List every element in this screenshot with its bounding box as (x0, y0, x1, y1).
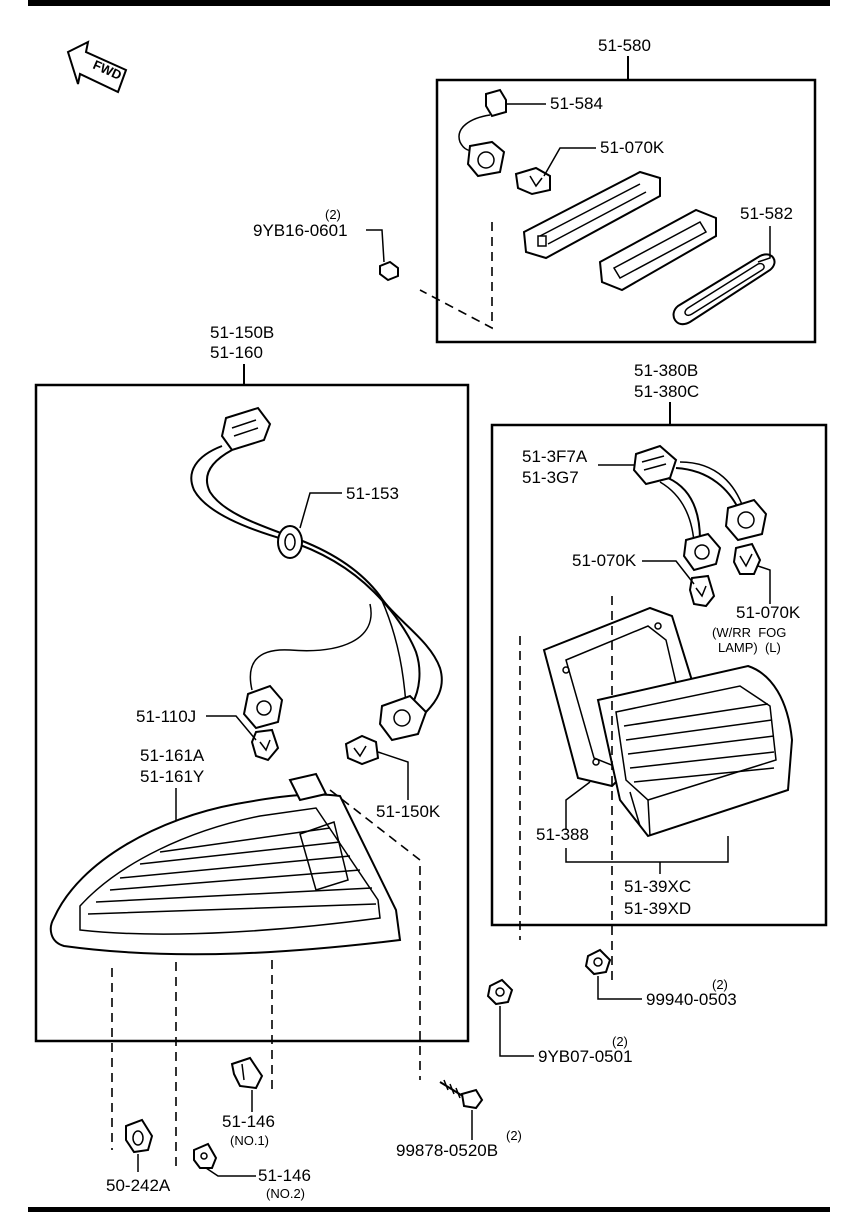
label-51-584: 51-584 (550, 94, 603, 113)
label-51-070k-right: 51-070K (736, 603, 801, 622)
label-9yb07-0501: 9YB07-0501 (538, 1047, 633, 1066)
label-51-582: 51-582 (740, 204, 793, 223)
garnish-socket-left (682, 532, 722, 608)
nut-9yb16 (379, 260, 399, 282)
license-lamp-box (435, 78, 817, 344)
label-51-161y: 51-161Y (140, 767, 204, 786)
label-51-146-no1: 51-146 (222, 1112, 275, 1131)
license-socket (458, 88, 507, 178)
clip-51-146-no1 (230, 1056, 264, 1090)
rear-lamp-number-b: 51-160 (210, 343, 263, 362)
label-51-070k-mid: 51-070K (572, 551, 637, 570)
license-bulb (514, 166, 551, 196)
license-gasket (672, 253, 776, 325)
socket-51-150k (344, 694, 428, 766)
label-51-153: 51-153 (346, 484, 399, 503)
garnish-socket-right (724, 498, 768, 575)
clip-50-242a (125, 1118, 154, 1154)
garnish-harness-connector (632, 444, 678, 486)
license-lamp-assembly: 51-580 51-584 51-070K (419, 36, 817, 344)
label-51-161a: 51-161A (140, 746, 205, 765)
label-51-39xc: 51-39XC (624, 877, 691, 896)
label-9yb16-0601: 9YB16-0601 (253, 221, 348, 240)
label-99940-0503: 99940-0503 (646, 990, 737, 1009)
rear-harness (190, 445, 421, 705)
label-51-388: 51-388 (536, 825, 589, 844)
fog-note-line-1: (W/RR FOG (712, 625, 786, 640)
license-lens (598, 208, 717, 292)
label-51-39xd: 51-39XD (624, 899, 691, 918)
label-51-150k: 51-150K (376, 802, 441, 821)
rear-lamp-box (34, 383, 470, 1043)
lens-51-161 (49, 772, 402, 956)
label-51-110j: 51-110J (136, 707, 196, 726)
license-lamp-housing (522, 170, 661, 260)
bottom-rule (28, 1207, 830, 1212)
garnish-lamp-number-b: 51-380C (634, 382, 699, 401)
fwd-arrow-icon: FWD (66, 40, 128, 94)
bolt-99940-0503 (584, 948, 612, 976)
garnish-lamp-body (596, 664, 794, 838)
socket-51-110j (242, 684, 284, 762)
garnish-lamp-assembly: 51-380B 51-380C 51-3F7A 51-3G7 51-070K (490, 361, 828, 980)
fwd-label: FWD (91, 57, 124, 83)
rear-lamp-number-a: 51-150B (210, 323, 274, 342)
label-51-146-no1-note: (NO.1) (230, 1133, 269, 1148)
label-51-146-no2-note: (NO.2) (266, 1186, 305, 1201)
screw-99878-0520b (439, 1079, 484, 1110)
clip-51-146-no2 (193, 1142, 218, 1169)
top-rule (28, 0, 830, 6)
label-9yb16-qty: (2) (325, 207, 341, 222)
garnish-lamp-box (490, 423, 828, 927)
rear-harness-connector (220, 406, 272, 452)
label-51-146-no2: 51-146 (258, 1166, 311, 1185)
rear-combination-lamp-assembly: 51-150B 51-160 51-153 51-110J (34, 323, 470, 1170)
label-51-3g7: 51-3G7 (522, 468, 579, 487)
label-99878-qty: (2) (506, 1128, 522, 1143)
fog-note-line-2: LAMP) (L) (718, 640, 781, 655)
label-99878-0520b: 99878-0520B (396, 1141, 498, 1160)
label-50-242a: 50-242A (106, 1176, 171, 1195)
label-99940-qty: (2) (712, 977, 728, 992)
garnish-lamp-number-a: 51-380B (634, 361, 698, 380)
label-9yb07-qty: (2) (612, 1034, 628, 1049)
license-lamp-number: 51-580 (598, 36, 651, 55)
grommet-51-153 (277, 525, 303, 559)
label-51-3f7a: 51-3F7A (522, 447, 588, 466)
label-51-070k-top: 51-070K (600, 138, 665, 157)
nut-9yb07-0501 (486, 978, 514, 1006)
